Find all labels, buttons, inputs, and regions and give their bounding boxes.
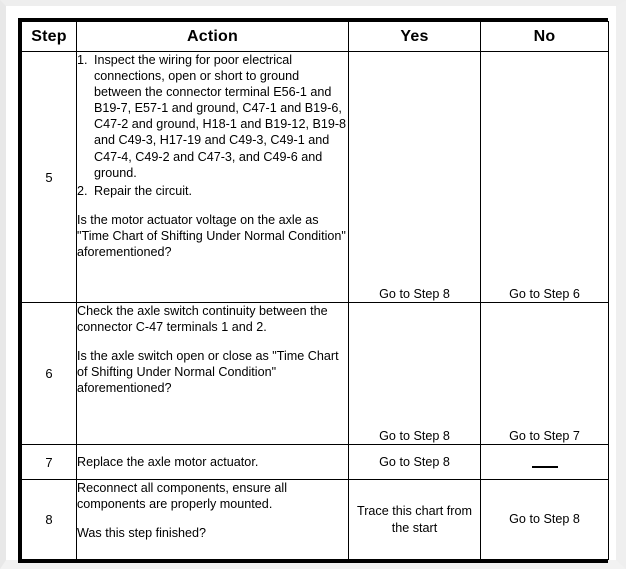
yes-branch[interactable]: Trace this chart from the start [348,479,481,560]
step-number: 8 [21,479,77,560]
column-header-yes: Yes [348,21,481,52]
list-text: Repair the circuit. [94,183,192,198]
diagnostic-table-wrapper: Step Action Yes No 5 1. Inspect the wiri… [18,18,609,563]
list-text: Inspect the wiring for poor electrical c… [94,53,347,180]
list-item: 2. Repair the circuit. [77,183,348,199]
step-number: 6 [21,302,77,445]
step-number: 7 [21,444,77,480]
action-question: Was this step finished? [77,526,207,541]
yes-branch[interactable]: Go to Step 8 [348,302,481,445]
column-header-step: Step [21,21,77,52]
no-branch[interactable]: Go to Step 7 [480,302,609,445]
action-question: Is the motor actuator voltage on the axl… [77,212,346,260]
diagnostic-table: Step Action Yes No 5 1. Inspect the wiri… [21,21,609,560]
step-number: 5 [21,51,77,303]
column-header-no: No [480,21,609,52]
table-header: Step Action Yes No [21,21,609,52]
action-cell: Reconnect all components, ensure all com… [76,479,349,560]
action-cell: 1. Inspect the wiring for poor electrica… [76,51,349,303]
table-body: 5 1. Inspect the wiring for poor electri… [21,51,609,560]
table-row: 7 Replace the axle motor actuator. Go to… [21,444,609,480]
no-branch[interactable]: Go to Step 8 [480,479,609,560]
table-row: 8 Reconnect all components, ensure all c… [21,479,609,560]
no-branch[interactable]: Go to Step 6 [480,51,609,303]
yes-branch[interactable]: Go to Step 8 [348,51,481,303]
action-cell: Replace the axle motor actuator. [76,444,349,480]
table-row: 5 1. Inspect the wiring for poor electri… [21,51,609,303]
action-cell: Check the axle switch continuity between… [76,302,349,445]
action-lead: Replace the axle motor actuator. [77,454,259,469]
action-lead: Check the axle switch continuity between… [77,304,328,335]
no-branch[interactable] [480,444,609,480]
list-marker: 2. [77,183,88,198]
yes-branch[interactable]: Go to Step 8 [348,444,481,480]
action-question: Is the axle switch open or close as "Tim… [77,349,339,396]
header-row: Step Action Yes No [21,21,609,52]
action-numbered-list: 1. Inspect the wiring for poor electrica… [77,52,348,199]
list-item: 1. Inspect the wiring for poor electrica… [77,52,348,181]
table-row: 6 Check the axle switch continuity betwe… [21,302,609,445]
list-marker: 1. [77,53,88,67]
action-lead: Reconnect all components, ensure all com… [77,481,288,512]
em-dash-placeholder [531,458,558,468]
column-header-action: Action [76,21,349,52]
